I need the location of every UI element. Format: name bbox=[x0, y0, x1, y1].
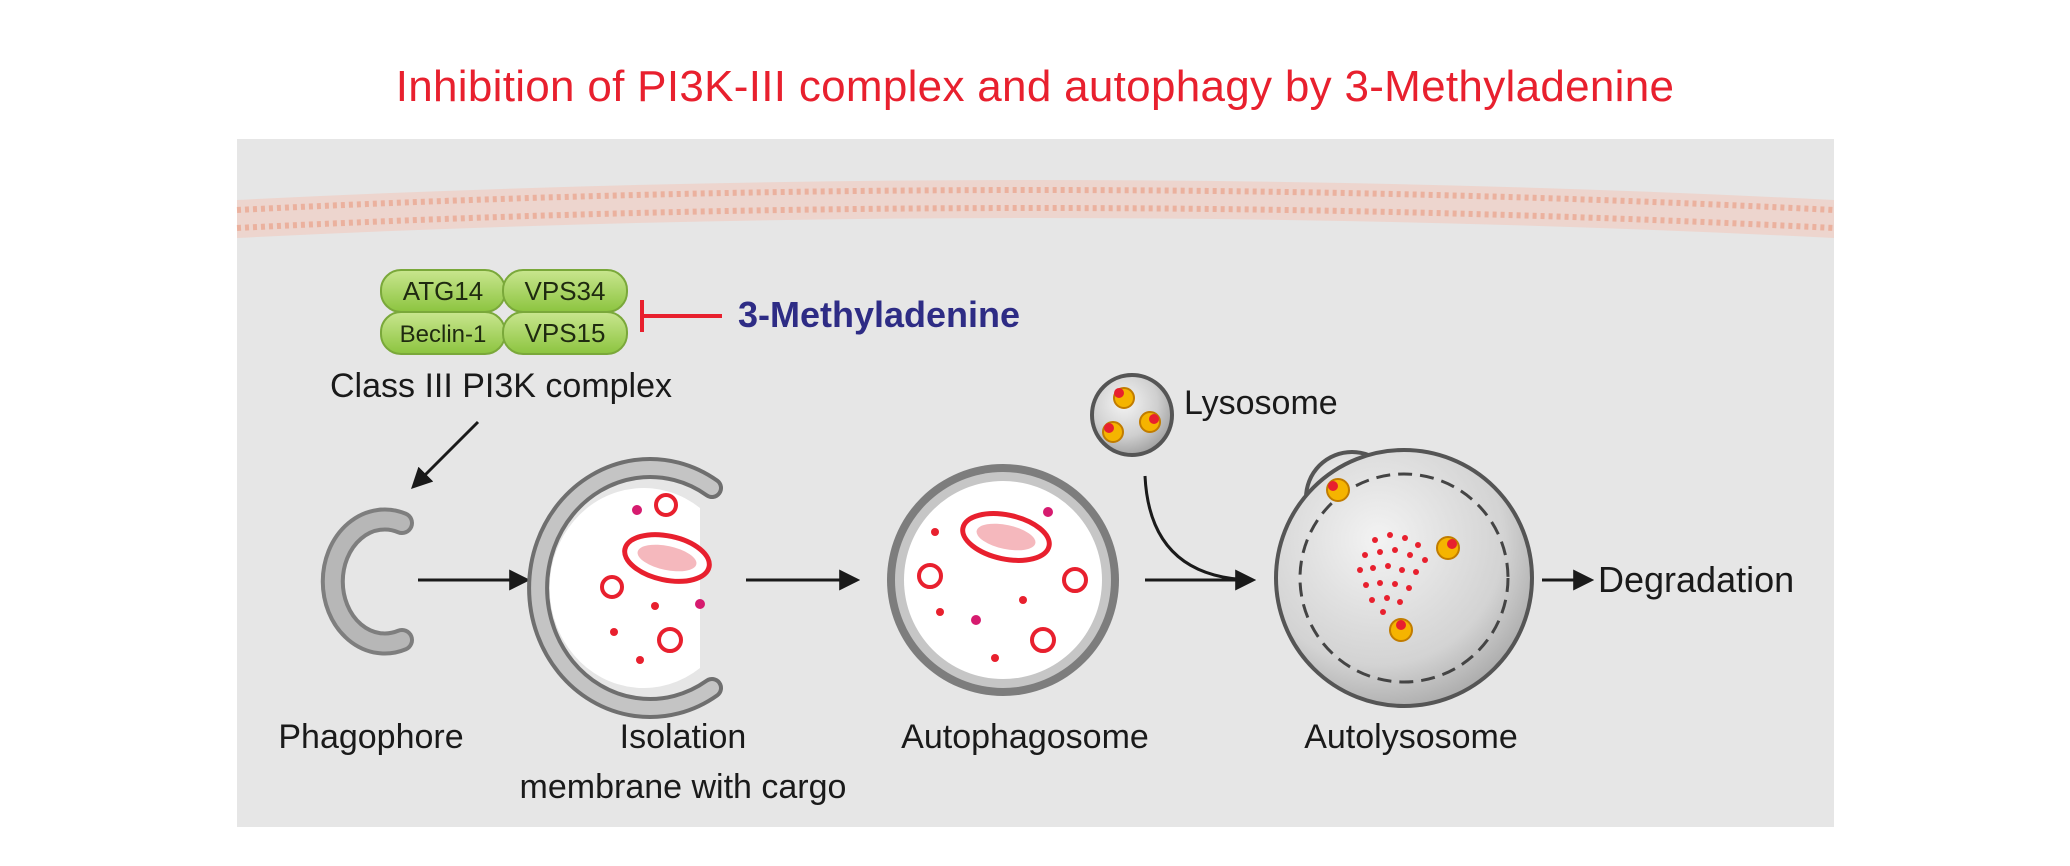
lysosome bbox=[1090, 373, 1174, 457]
lysosome-label: Lysosome bbox=[1184, 384, 1338, 422]
protein-label-vps15: VPS15 bbox=[525, 318, 606, 348]
protein-vps15 bbox=[502, 311, 628, 355]
arrow-complex-to-phagophore bbox=[411, 420, 480, 489]
isolation-label-line1: Isolation bbox=[620, 718, 747, 756]
pi3k-complex: ATG14 VPS34 Beclin-1 VPS15 bbox=[380, 269, 628, 355]
phagophore-label: Phagophore bbox=[278, 718, 463, 756]
autophagosome bbox=[887, 464, 1119, 696]
protein-label-atg14: ATG14 bbox=[403, 276, 483, 306]
autolysosome bbox=[1274, 448, 1534, 708]
arrow-lysosome-to-autolysosome bbox=[1143, 475, 1253, 582]
isolation-membrane bbox=[527, 457, 723, 719]
degraded-cargo bbox=[1357, 532, 1428, 615]
protein-label-vps34: VPS34 bbox=[525, 276, 606, 306]
inhibitor-label: 3-Methyladenine bbox=[738, 294, 1020, 335]
enzyme-icon bbox=[1436, 536, 1460, 560]
autophagosome-label: Autophagosome bbox=[901, 718, 1149, 756]
inhibition-symbol bbox=[640, 300, 722, 332]
complex-caption: Class III PI3K complex bbox=[330, 367, 672, 405]
degradation-label: Degradation bbox=[1598, 559, 1794, 600]
autolysosome-label: Autolysosome bbox=[1304, 718, 1518, 756]
plasma-membrane bbox=[236, 180, 1835, 238]
cargo-isolation bbox=[600, 493, 712, 664]
protein-label-beclin1: Beclin-1 bbox=[400, 321, 487, 348]
diagram-title: Inhibition of PI3K-III complex and autop… bbox=[395, 62, 1675, 111]
isolation-label-line2: membrane with cargo bbox=[520, 768, 847, 806]
